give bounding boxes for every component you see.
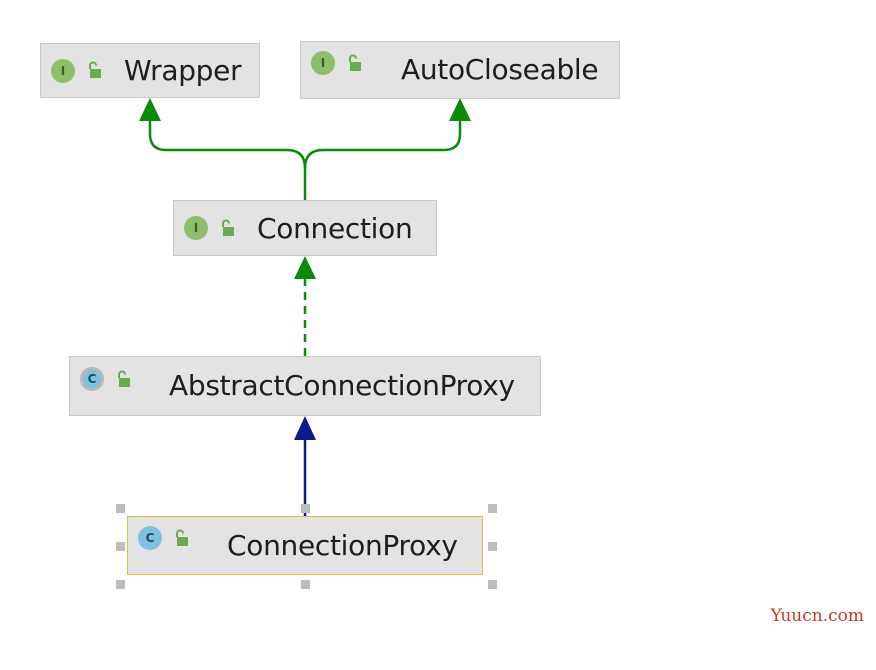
resize-handle-top-left[interactable] [116, 504, 125, 513]
resize-handle-bottom[interactable] [301, 580, 310, 589]
arrowhead-autocloseable [449, 98, 471, 121]
abstract-class-icon: C [80, 367, 104, 391]
interface-icon: I [311, 51, 335, 75]
unlocked-padlock-icon [222, 219, 234, 236]
arrowhead-abstractconnectionproxy [294, 416, 316, 440]
node-connection[interactable]: I Connection [173, 200, 437, 256]
node-label: Wrapper [124, 54, 242, 87]
edge-connection-to-wrapper [148, 118, 307, 200]
node-wrapper[interactable]: I Wrapper [40, 43, 260, 98]
node-label: ConnectionProxy [227, 529, 458, 562]
edge-connection-to-autocloseable [303, 118, 462, 169]
node-connectionproxy[interactable]: C ConnectionProxy [127, 516, 483, 575]
node-autocloseable[interactable]: I AutoCloseable [300, 41, 620, 99]
unlocked-padlock-icon [118, 370, 130, 387]
watermark: Yuucn.com [770, 606, 864, 626]
resize-handle-top-right[interactable] [488, 504, 497, 513]
resize-handle-bottom-left[interactable] [116, 580, 125, 589]
unlocked-padlock-icon [176, 529, 188, 546]
class-icon: C [138, 526, 162, 550]
interface-icon: I [51, 59, 75, 83]
node-label: Connection [257, 212, 413, 245]
node-label: AbstractConnectionProxy [169, 369, 515, 402]
unlocked-padlock-icon [349, 54, 361, 71]
interface-icon: I [184, 216, 208, 240]
arrowhead-wrapper [139, 98, 161, 121]
resize-handle-right[interactable] [488, 542, 497, 551]
resize-handle-bottom-right[interactable] [488, 580, 497, 589]
unlocked-padlock-icon [89, 61, 101, 78]
node-abstractconnectionproxy[interactable]: C AbstractConnectionProxy [69, 356, 541, 416]
resize-handle-left[interactable] [116, 542, 125, 551]
resize-handle-top[interactable] [301, 504, 310, 513]
node-label: AutoCloseable [401, 53, 599, 86]
arrowhead-connection [294, 256, 316, 279]
